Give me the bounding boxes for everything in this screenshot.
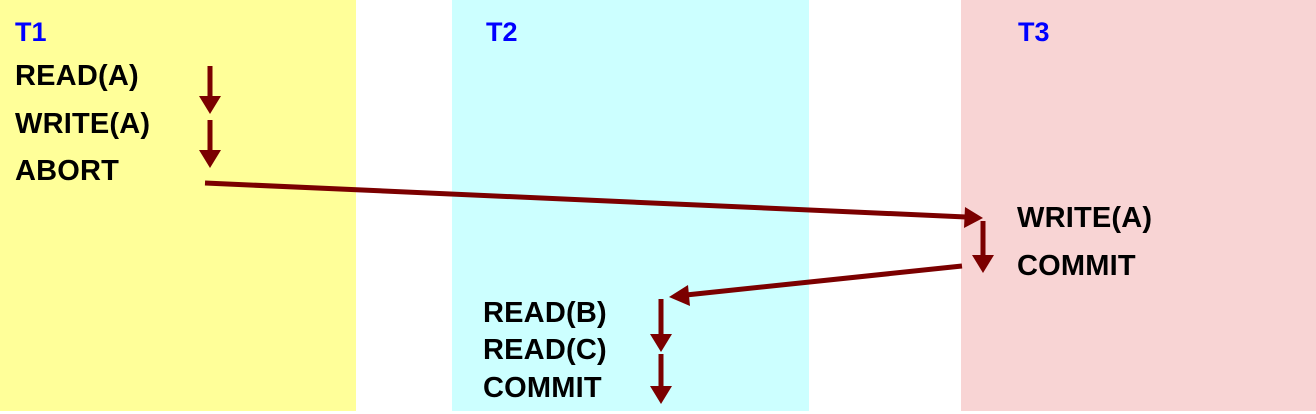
t2-op-commit: COMMIT <box>483 372 602 404</box>
t1-op-abort: ABORT <box>15 155 120 187</box>
t1-op-read-a: READ(A) <box>15 60 139 92</box>
t3-op-commit: COMMIT <box>1017 250 1136 282</box>
t1-title: T1 <box>15 17 47 47</box>
t3-column <box>961 0 1316 411</box>
t3-title: T3 <box>1018 17 1050 47</box>
t3-flow-arrow <box>972 221 994 273</box>
t1-op-write-a: WRITE(A) <box>15 108 151 140</box>
t1-flow-arrow-1 <box>199 66 221 114</box>
t2-flow-arrow-1 <box>650 299 672 352</box>
t2-op-read-b: READ(B) <box>483 297 607 329</box>
t2-flow-arrow-2 <box>650 354 672 404</box>
t3-commit-to-t2-arrow <box>669 263 963 306</box>
abort-to-t3-arrow <box>204 180 983 228</box>
t2-title: T2 <box>486 17 518 47</box>
t2-op-read-c: READ(C) <box>483 334 607 366</box>
t1-flow-arrow-2 <box>199 120 221 168</box>
t3-op-write-a: WRITE(A) <box>1017 202 1153 234</box>
t1-column <box>0 0 356 411</box>
